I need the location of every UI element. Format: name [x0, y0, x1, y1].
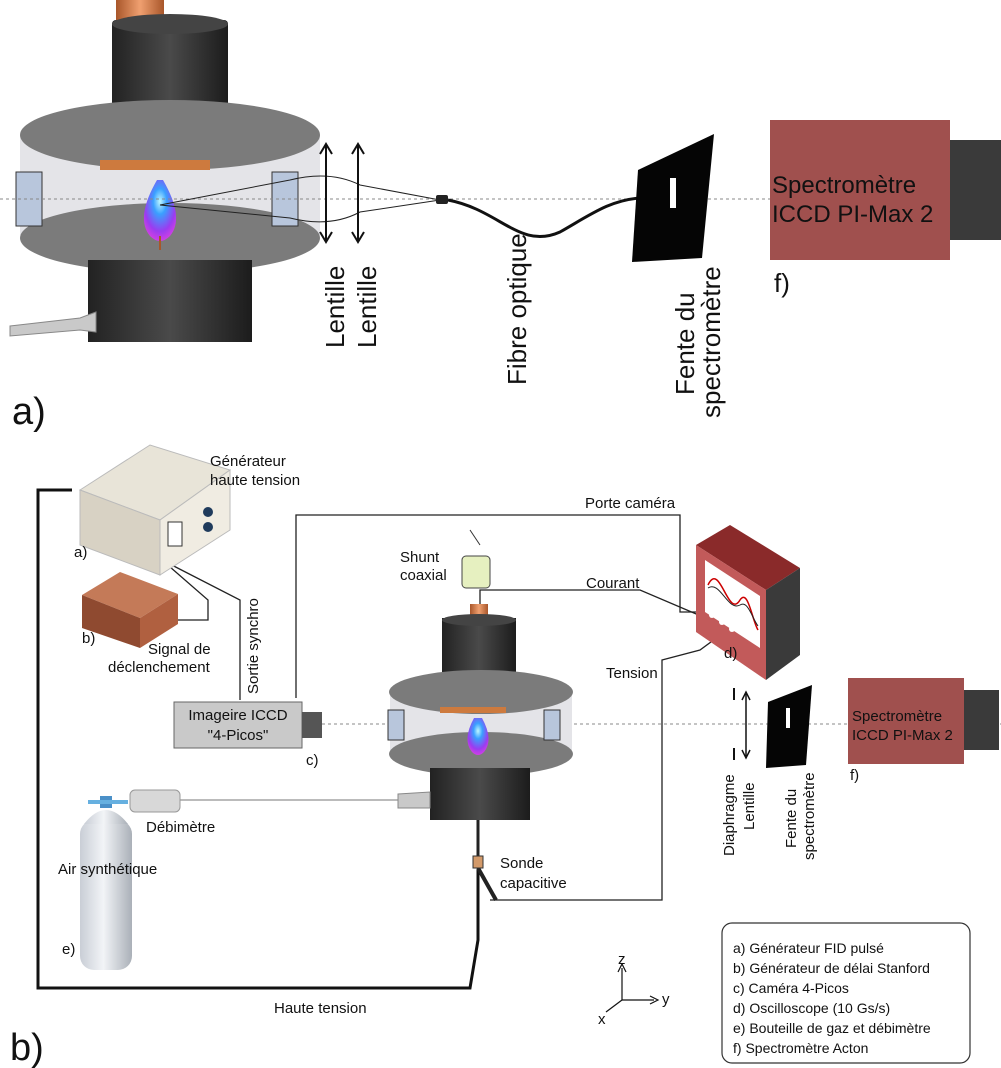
spectrometer-box	[770, 120, 950, 260]
lens-b	[741, 690, 751, 760]
delay-generator	[82, 572, 178, 648]
coaxial-shunt	[461, 555, 491, 589]
courant-label: Courant	[586, 575, 640, 592]
iccd-label-line1: Imageire ICCD	[188, 707, 287, 724]
axis-z-label: z	[618, 951, 626, 968]
slit-label-line2: spectromètre	[696, 266, 726, 418]
delay-generator-tag: b)	[82, 630, 95, 647]
discharge-chamber-b	[387, 604, 573, 820]
flowmeter	[129, 789, 181, 813]
spectrometer-b-label-line1: Spectromètre	[852, 708, 942, 725]
tension-wire	[490, 627, 731, 901]
legend-item: d) Oscilloscope (10 Gs/s)	[733, 1000, 890, 1016]
wiring	[160, 514, 731, 901]
lens-1-label: Lentille	[320, 266, 350, 348]
axis-triad	[605, 962, 660, 1013]
spectrometer-b-box	[848, 678, 964, 764]
spectrometer-b-label-line2: ICCD PI-Max 2	[852, 727, 953, 744]
upper-disk	[20, 100, 320, 170]
plasma-discharge	[143, 180, 177, 241]
oscilloscope	[696, 525, 800, 680]
legend-item: b) Générateur de délai Stanford	[733, 960, 930, 976]
flowmeter-label: Débimètre	[146, 819, 215, 836]
panel-b: Générateur haute tension a) b) Signal de…	[10, 444, 1001, 1068]
gas-bottle-tag: e)	[62, 941, 75, 958]
spectrometer-b-camera	[964, 690, 999, 750]
legend-box	[721, 922, 971, 1064]
axis-y-label: y	[662, 991, 670, 1008]
legend-item: c) Caméra 4-Picos	[733, 980, 849, 996]
shunt-wire	[469, 529, 481, 546]
trigger-label-line2: déclenchement	[108, 659, 211, 676]
lens-b-label: Lentille	[741, 782, 758, 830]
shunt-label-line2: coaxial	[400, 567, 447, 584]
legend-item: a) Générateur FID pulsé	[733, 940, 884, 956]
oscilloscope-tag: d)	[724, 645, 737, 662]
lens-2-label: Lentille	[352, 266, 382, 348]
air-label: Air synthétique	[58, 861, 157, 878]
legend-item: e) Bouteille de gaz et débimètre	[733, 1020, 931, 1036]
probe-arm	[476, 867, 498, 901]
spectrometer-tag: f)	[774, 268, 790, 298]
spectrometer-label-line2: ICCD PI-Max 2	[772, 201, 933, 228]
top-cylinder-cap	[112, 14, 228, 34]
probe-label-line2: capacitive	[500, 875, 567, 892]
trigger-wire	[160, 559, 209, 621]
sortie-synchro-label: Sortie synchro	[245, 598, 262, 694]
lens-1	[319, 142, 333, 244]
slit-b-label-line2: spectromètre	[801, 772, 818, 860]
shunt-label-line1: Shunt	[400, 549, 440, 566]
lens-2	[351, 142, 365, 244]
bottom-cylinder	[88, 260, 252, 342]
upper-electrode-plate	[100, 160, 210, 170]
fiber-label: Fibre optique	[502, 233, 532, 385]
courant-wire	[479, 589, 716, 623]
slit-label-line1: Fente du	[670, 292, 700, 395]
iccd-tag: c)	[306, 752, 319, 769]
slit-opening-b	[786, 708, 790, 728]
diaphragm-label: Diaphragme	[721, 774, 738, 856]
high-voltage-label: Haute tension	[274, 1000, 367, 1017]
high-voltage-cable	[36, 488, 480, 990]
spectrometer-label-line1: Spectromètre	[772, 172, 916, 199]
lower-disk	[20, 203, 320, 273]
spectrometer-camera	[950, 140, 1001, 240]
spectrometer-b-tag: f)	[850, 767, 859, 784]
probe-label-line1: Sonde	[500, 855, 543, 872]
gas-bottle	[80, 796, 132, 970]
hv-generator	[78, 444, 232, 576]
porte-camera-label: Porte caméra	[585, 495, 676, 512]
hv-generator-tag: a)	[74, 544, 87, 561]
iccd-label-line2: "4-Picos"	[208, 727, 269, 744]
sortie-synchro-wire	[161, 559, 241, 700]
hv-generator-label-line1: Générateur	[210, 453, 286, 470]
trigger-label-line1: Signal de	[148, 641, 211, 658]
hv-generator-label-line2: haute tension	[210, 472, 300, 489]
gas-inlet	[9, 311, 97, 337]
panel-a-tag: a)	[12, 391, 46, 433]
fiber-connector	[436, 195, 448, 204]
panel-b-tag: b)	[10, 1027, 44, 1068]
discharge-chamber	[9, 0, 320, 342]
optical-fiber	[447, 196, 641, 239]
axis-x-label: x	[598, 1011, 606, 1028]
iccd-camera-box	[173, 701, 303, 749]
slit-opening	[670, 178, 676, 208]
legend-item: f) Spectromètre Acton	[733, 1040, 868, 1056]
slit-b-label-line1: Fente du	[783, 789, 800, 848]
tension-label: Tension	[606, 665, 658, 682]
panel-a: Lentille Lentille Fibre optique Fente du…	[0, 0, 1001, 433]
iccd-camera-lens	[302, 712, 322, 738]
capacitive-probe	[472, 855, 484, 869]
